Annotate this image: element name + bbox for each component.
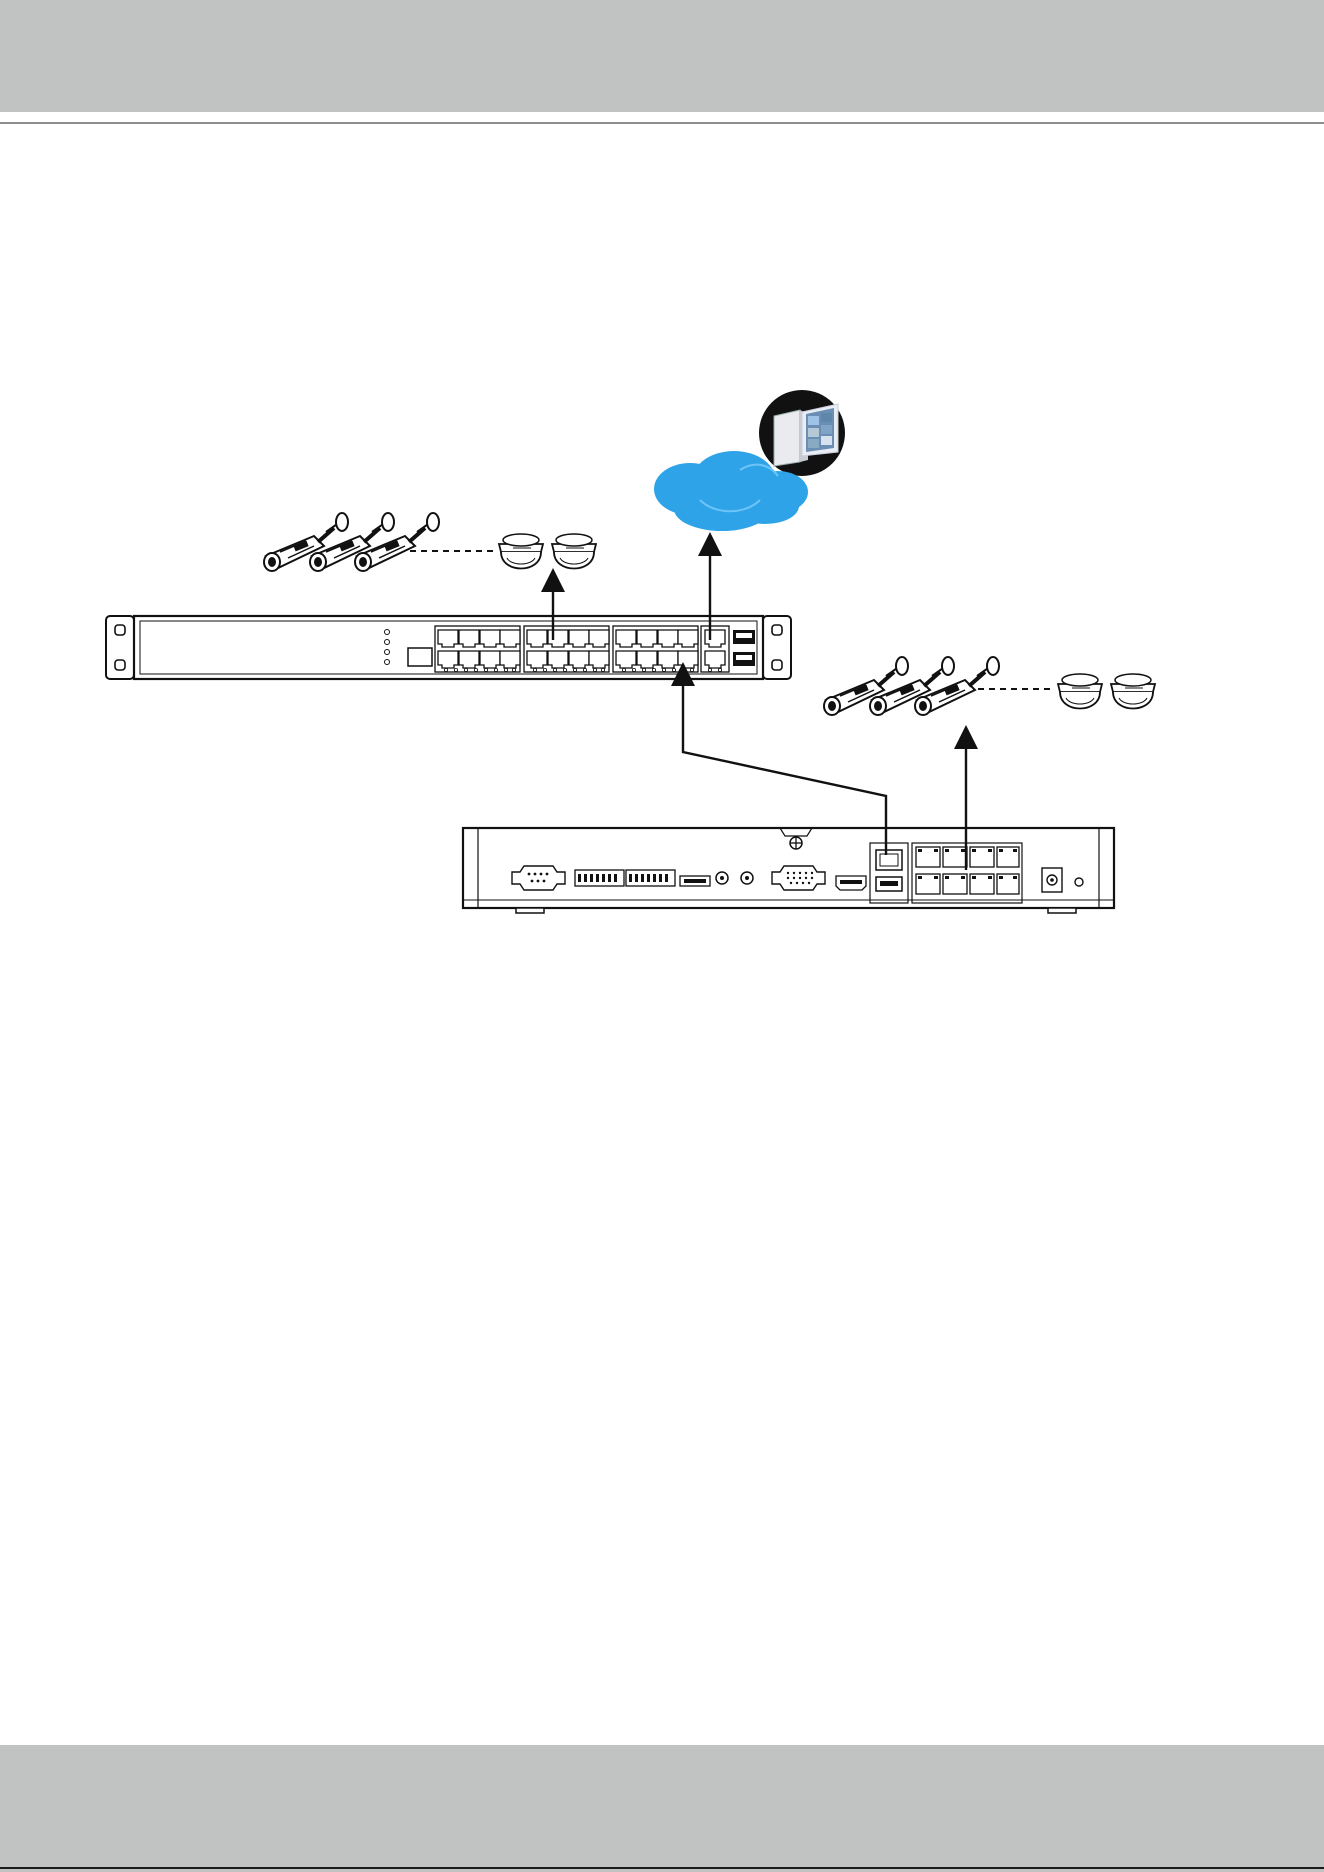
ip-camera-group-icon bbox=[824, 657, 1155, 715]
computer-icon bbox=[759, 390, 845, 476]
network-switch-icon bbox=[106, 616, 791, 679]
nvr-rear-panel-icon bbox=[463, 828, 1114, 913]
ip-camera-group-icon bbox=[264, 513, 596, 571]
